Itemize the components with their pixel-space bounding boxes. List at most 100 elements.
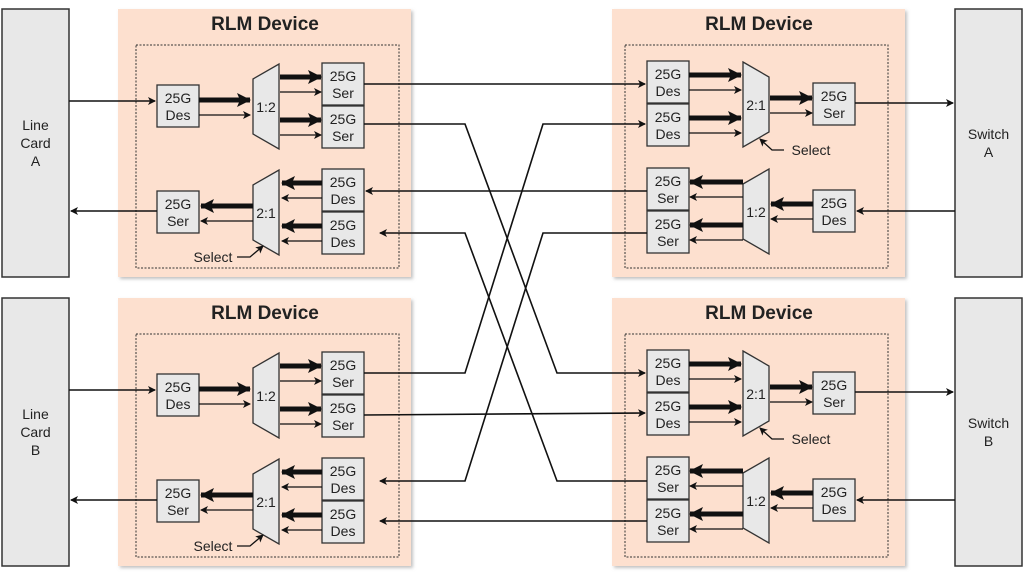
rlm-device-line-card-b-ser-out-1-label-2: Ser <box>332 374 354 390</box>
rlm-device-line-card-b-des-in-1-label-1: 25G <box>330 463 356 479</box>
rlm-device-line-card-a-demux-label: 1:2 <box>256 99 276 115</box>
rlm-device-line-card-a-ser-out-1-box <box>321 62 365 106</box>
rlm-device-switch-b-des-in-2-label-1: 25G <box>655 398 681 414</box>
rlm-device-switch-a-boundary <box>624 44 889 269</box>
rlm-device-switch-b-mux-shape <box>742 349 770 438</box>
rlm-device-line-card-b-ser-out-1-box <box>321 351 365 395</box>
rlm-device-switch-a-ser-out-1-label-1: 25G <box>655 173 681 189</box>
rlm-device-switch-a-des-in-2-box <box>646 103 690 147</box>
link-a-ser2-to-switch-b-des1 <box>364 123 646 377</box>
rlm-device-switch-b-ser-out-1-label-1: 25G <box>655 462 681 478</box>
rlm-device-switch-b-des-in-2-label-2: Des <box>656 415 681 431</box>
rlm-device-switch-a-des-in-1-box <box>646 60 690 104</box>
rlm-device-line-card-a-des-in-2-label-1: 25G <box>330 217 356 233</box>
rlm-device-line-card-a-des-in-label-1: 25G <box>165 90 191 106</box>
rlm-device-line-card-a-des-in-1-label-2: Des <box>331 191 356 207</box>
rlm-device-line-card-b-mux-shape <box>252 457 280 546</box>
rlm-device-line-card-b-des-in-2-label-2: Des <box>331 523 356 539</box>
rlm-device-switch-a-select-arrow <box>759 138 784 151</box>
rlm-device-line-card-b-des-in-2-box <box>321 500 365 544</box>
rlm-device-switch-b-ser-out-box <box>812 371 856 415</box>
switch-a-label-0: Switch <box>968 126 1009 142</box>
rlm-device-line-card-a-des-in-1-label-1: 25G <box>330 174 356 190</box>
rlm-device-line-card-b-des-in-box <box>156 373 200 417</box>
rlm-device-line-card-b-ser-out-2-label-2: Ser <box>332 417 354 433</box>
line-card-a-box <box>1 8 70 278</box>
rlm-device-switch-b-des-in-2-box <box>646 392 690 436</box>
switch-b-box <box>954 297 1023 567</box>
rlm-device-line-card-b-demux-shape <box>252 351 280 440</box>
rlm-device-switch-a-title: RLM Device <box>705 14 813 35</box>
rlm-device-switch-b-demux-label: 1:2 <box>746 493 766 509</box>
rlm-device-switch-a-des-in-2-label-2: Des <box>656 126 681 142</box>
rlm-device-line-card-a-select-label: Select <box>194 249 233 265</box>
rlm-device-line-card-b-ser-out-2-label-1: 25G <box>330 400 356 416</box>
rlm-device-switch-a-select-label: Select <box>792 142 831 158</box>
rlm-device-switch-b-des-in-1-label-2: Des <box>656 372 681 388</box>
rlm-device-line-card-a-ser-out-label-1: 25G <box>165 196 191 212</box>
rlm-device-switch-a-ser-out-2-label-2: Ser <box>657 233 679 249</box>
rlm-device-switch-b-des-in-box <box>812 478 856 522</box>
line-card-b-label-0: Line <box>22 406 49 422</box>
rlm-device-line-card-b-des-in-label-2: Des <box>166 396 191 412</box>
rlm-device-switch-a-ser-out-2-box <box>646 210 690 254</box>
rlm-device-line-card-b-ser-out-label-1: 25G <box>165 485 191 501</box>
rlm-device-switch-b-demux-shape <box>742 456 770 545</box>
rlm-device-line-card-a-ser-out-box <box>156 190 200 234</box>
rlm-device-switch-b-ser-out-2-label-2: Ser <box>657 522 679 538</box>
rlm-device-line-card-a-ser-out-1-label-2: Ser <box>332 85 354 101</box>
rlm-device-switch-a-des-in-box <box>812 189 856 233</box>
rlm-device-line-card-a-ser-out-2-label-2: Ser <box>332 128 354 144</box>
rlm-device-line-card-a-ser-out-2-box <box>321 105 365 149</box>
rlm-device-switch-b-ser-out-1-label-2: Ser <box>657 479 679 495</box>
rlm-device-switch-b-boundary <box>624 333 889 558</box>
rlm-device-switch-b-select-label: Select <box>792 431 831 447</box>
rlm-device-line-card-a-boundary <box>135 44 400 269</box>
line-card-b-box <box>1 297 70 567</box>
rlm-device-line-card-a-ser-out-label-2: Ser <box>167 213 189 229</box>
rlm-device-switch-a-des-in-1-label-1: 25G <box>655 66 681 82</box>
rlm-device-switch-a-des-in-label-1: 25G <box>821 195 847 211</box>
rlm-device-line-card-a-ser-out-2-label-1: 25G <box>330 111 356 127</box>
rlm-device-line-card-a-title: RLM Device <box>211 14 319 35</box>
rlm-device-switch-b-mux-label: 2:1 <box>746 386 766 402</box>
rlm-device-line-card-b-boundary <box>135 333 400 558</box>
rlm-device-line-card-a-demux-shape <box>252 62 280 151</box>
rlm-device-line-card-a-des-in-box <box>156 84 200 128</box>
rlm-device-line-card-b-mux-label: 2:1 <box>256 494 276 510</box>
line-card-b-label-2: B <box>31 442 40 458</box>
rlm-device-line-card-b-ser-out-box <box>156 479 200 523</box>
rlm-device-line-card-a-ser-out-1-label-1: 25G <box>330 68 356 84</box>
switch-b-label-1: B <box>984 433 993 449</box>
switch-a-box <box>954 8 1023 278</box>
rlm-device-line-card-b-demux-label: 1:2 <box>256 388 276 404</box>
rlm-device-line-card-b-ser-out-1-label-1: 25G <box>330 357 356 373</box>
rlm-device-line-card-b-des-in-1-label-2: Des <box>331 480 356 496</box>
link-b-ser2-to-switch-b-des2 <box>363 409 646 418</box>
rlm-device-switch-b-ser-out-label-1: 25G <box>821 377 847 393</box>
switch-a-label-1: A <box>984 144 994 160</box>
rlm-device-switch-b-des-in-label-2: Des <box>822 501 847 517</box>
rlm-device-switch-a-demux-label: 1:2 <box>746 204 766 220</box>
rlm-device-line-card-a-mux-label: 2:1 <box>256 205 276 221</box>
rlm-device-line-card-b-title: RLM Device <box>211 303 319 324</box>
rlm-device-line-card-b-select-label: Select <box>194 538 233 554</box>
link-switch-b-ser1-to-a-des2 <box>379 229 647 482</box>
line-card-b-label-1: Card <box>20 424 50 440</box>
rlm-device-switch-a-des-in-1-label-2: Des <box>656 83 681 99</box>
rlm-device-switch-a-mux-label: 2:1 <box>746 97 766 113</box>
rlm-device-switch-a-des-in-label-2: Des <box>822 212 847 228</box>
rlm-device-line-card-a-des-in-label-2: Des <box>166 107 191 123</box>
line-card-a-label-0: Line <box>22 117 49 133</box>
rlm-device-switch-a-ser-out-box <box>812 82 856 126</box>
rlm-device-line-card-a-des-in-2-label-2: Des <box>331 234 356 250</box>
rlm-device-switch-a-ser-out-1-label-2: Ser <box>657 190 679 206</box>
rlm-device-switch-b-ser-out-2-label-1: 25G <box>655 505 681 521</box>
rlm-device-line-card-a-select-arrow <box>237 245 264 258</box>
rlm-device-line-card-b-ser-out-2-box <box>321 394 365 438</box>
